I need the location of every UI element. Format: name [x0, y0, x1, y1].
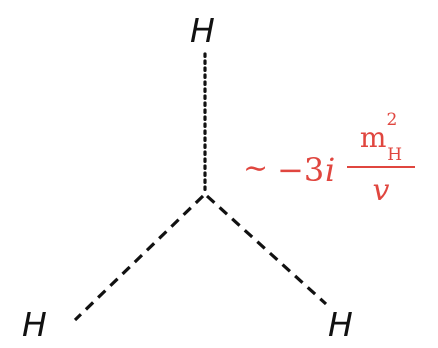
- fraction-bar: [347, 166, 415, 168]
- leg-left: [73, 194, 205, 322]
- coupling-imaginary-unit: i: [325, 151, 336, 189]
- coupling-denominator: v: [372, 173, 390, 208]
- higgs-label-right: H: [328, 305, 353, 344]
- coupling-tilde: ∼: [243, 151, 269, 186]
- leg-right: [205, 194, 328, 306]
- numerator-subscript: H: [387, 144, 403, 165]
- numerator-superscript: 2: [386, 109, 398, 130]
- higgs-label-top: H: [190, 11, 215, 50]
- coupling-numerator: m2H: [347, 111, 415, 163]
- coupling-coefficient: −3: [277, 151, 325, 189]
- higgs-label-left: H: [22, 305, 47, 344]
- numerator-base: m: [359, 121, 387, 154]
- vertex-coupling-formula: ∼ −3 i m2H v: [243, 111, 433, 224]
